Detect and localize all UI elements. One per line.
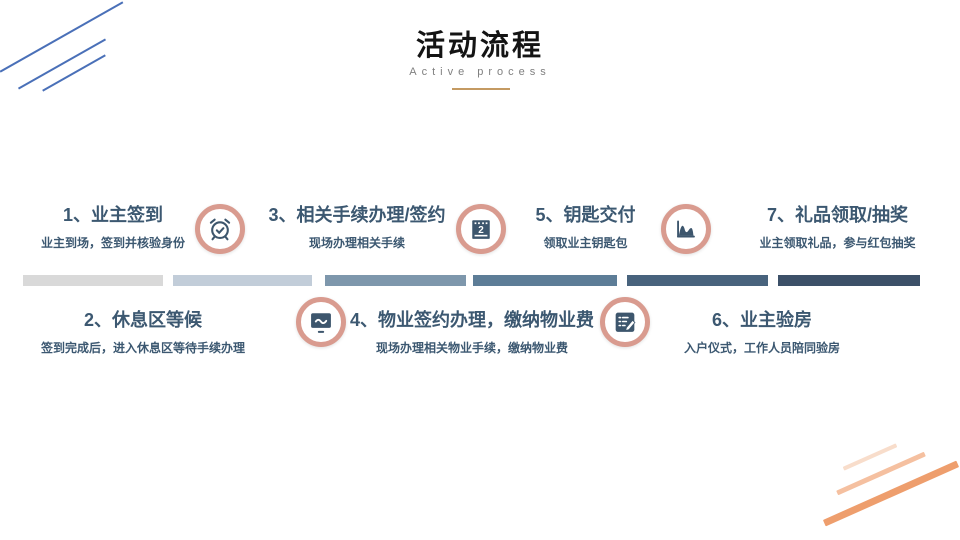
monitor-chart-icon bbox=[307, 308, 335, 336]
page-title: 活动流程 bbox=[415, 28, 544, 62]
step-6: 6、业主验房 入户仪式，工作人员陪同验房 bbox=[652, 308, 872, 356]
step-4-title: 4、物业签约办理，缴纳物业费 bbox=[349, 310, 594, 330]
step-1-badge bbox=[195, 204, 245, 254]
step-3-title: 3、相关手续办理/签约 bbox=[268, 205, 446, 225]
timeline-segment-6 bbox=[778, 275, 920, 286]
page-subtitle: Active process bbox=[409, 66, 551, 78]
step-2-desc: 签到完成后，进入休息区等待手续办理 bbox=[40, 341, 245, 355]
step-7-title: 7、礼品领取/抽奖 bbox=[766, 205, 908, 225]
step-6-desc: 入户仪式，工作人员陪同验房 bbox=[683, 341, 840, 355]
step-2-badge bbox=[296, 297, 346, 347]
step-5: 5、钥匙交付 领取业主钥匙包 bbox=[508, 203, 663, 251]
step-1: 1、业主签到 业主到场，签到并核验身份 bbox=[18, 203, 208, 251]
edit-list-icon bbox=[611, 308, 639, 336]
timeline-segment-4 bbox=[473, 275, 617, 286]
alarm-clock-icon bbox=[206, 215, 234, 243]
deco-line-orange-2 bbox=[836, 451, 926, 496]
step-5-desc: 领取业主钥匙包 bbox=[543, 236, 628, 250]
step-3-desc: 现场办理相关手续 bbox=[308, 236, 405, 250]
step-2: 2、休息区等候 签到完成后，进入休息区等待手续办理 bbox=[38, 308, 248, 356]
timeline-segment-5 bbox=[627, 275, 768, 286]
step-4-desc: 现场办理相关物业手续，缴纳物业费 bbox=[375, 341, 568, 355]
step-6-title: 6、业主验房 bbox=[711, 310, 812, 330]
calendar-icon: 2 bbox=[467, 215, 495, 243]
step-7: 7、礼品领取/抽奖 业主领取礼品，参与红包抽奖 bbox=[730, 203, 945, 251]
step-1-desc: 业主到场，签到并核验身份 bbox=[40, 236, 185, 250]
step-2-title: 2、休息区等候 bbox=[83, 310, 202, 330]
step-1-title: 1、业主签到 bbox=[62, 205, 163, 225]
area-chart-icon bbox=[672, 215, 700, 243]
title-underline bbox=[452, 88, 510, 90]
step-4-badge bbox=[600, 297, 650, 347]
step-5-badge bbox=[661, 204, 711, 254]
timeline-segment-1 bbox=[23, 275, 163, 286]
step-5-title: 5、钥匙交付 bbox=[535, 205, 636, 225]
step-3: 3、相关手续办理/签约 现场办理相关手续 bbox=[252, 203, 462, 251]
timeline-segment-3 bbox=[325, 275, 466, 286]
timeline-segment-2 bbox=[173, 275, 312, 286]
svg-text:2: 2 bbox=[478, 225, 484, 236]
step-3-badge: 2 bbox=[456, 204, 506, 254]
step-7-desc: 业主领取礼品，参与红包抽奖 bbox=[759, 236, 916, 250]
step-4: 4、物业签约办理，缴纳物业费 现场办理相关物业手续，缴纳物业费 bbox=[338, 308, 606, 356]
